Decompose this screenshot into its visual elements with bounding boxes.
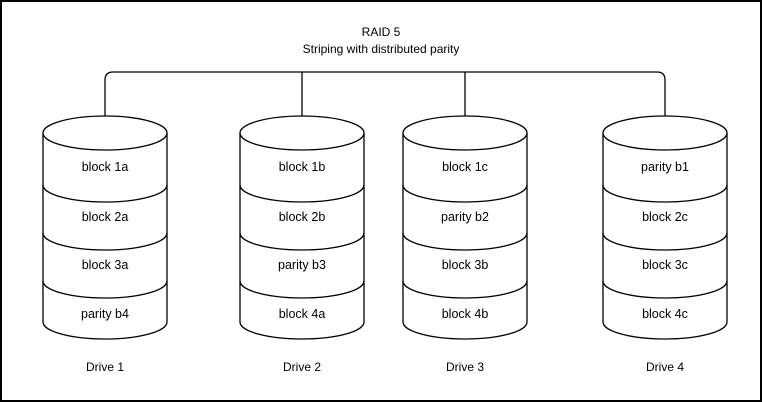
block-label: block 2b [279,210,326,224]
cylinder-top [602,115,728,151]
block-label: block 2a [82,210,129,224]
cylinder-divider [402,280,528,299]
drive-2-cylinder: block 1b block 2b parity b3 block 4a [239,115,365,340]
cylinder-divider [42,184,168,203]
block-label: block 4c [642,307,688,321]
block-label: parity b2 [441,210,489,224]
cylinder-divider [402,184,528,203]
cylinder-divider [602,232,728,251]
drive-3-label: Drive 3 [445,360,484,374]
drive-3-cylinder: block 1c parity b2 block 3b block 4b [402,115,528,340]
cylinder-body [42,133,168,340]
cylinder-divider [402,232,528,251]
cylinder-divider [239,184,365,203]
cylinder-divider [42,232,168,251]
drive-4-label: Drive 4 [645,360,684,374]
cylinder-body [402,133,528,340]
block-label: block 1a [82,160,129,174]
cylinder-divider [602,184,728,203]
block-label: block 1b [279,160,326,174]
drive-3: block 1c parity b2 block 3b block 4b Dri… [402,115,528,374]
block-label: block 4a [279,307,326,321]
block-label: block 2c [642,210,688,224]
block-label: block 1c [442,160,488,174]
block-label: parity b4 [81,307,129,321]
drive-1-label: Drive 1 [85,360,124,374]
block-label: block 4b [442,307,489,321]
cylinder-top [402,115,528,151]
block-label: block 3b [442,258,489,272]
cylinder-body [602,133,728,340]
cylinder-divider [239,280,365,299]
drive-4: parity b1 block 2c block 3c block 4c Dri… [602,115,728,374]
drive-1: block 1a block 2a block 3a parity b4 Dri… [42,115,168,374]
block-label: parity b1 [641,160,689,174]
cylinder-divider [239,232,365,251]
cylinder-top [239,115,365,151]
cylinder-body [239,133,365,340]
diagram-title: RAID 5 [361,25,401,39]
cylinder-divider [602,280,728,299]
bus-line [104,71,666,116]
drive-4-cylinder: parity b1 block 2c block 3c block 4c [602,115,728,340]
cylinder-divider [42,280,168,299]
drive-1-cylinder: block 1a block 2a block 3a parity b4 [42,115,168,340]
block-label: parity b3 [278,258,326,272]
cylinder-top [42,115,168,151]
block-label: block 3c [642,258,688,272]
diagram-title-block: RAID 5 Striping with distributed parity [2,24,760,58]
drive-2: block 1b block 2b parity b3 block 4a Dri… [239,115,365,374]
block-label: block 3a [82,258,129,272]
diagram-subtitle: Striping with distributed parity [302,42,460,56]
drive-2-label: Drive 2 [282,360,321,374]
